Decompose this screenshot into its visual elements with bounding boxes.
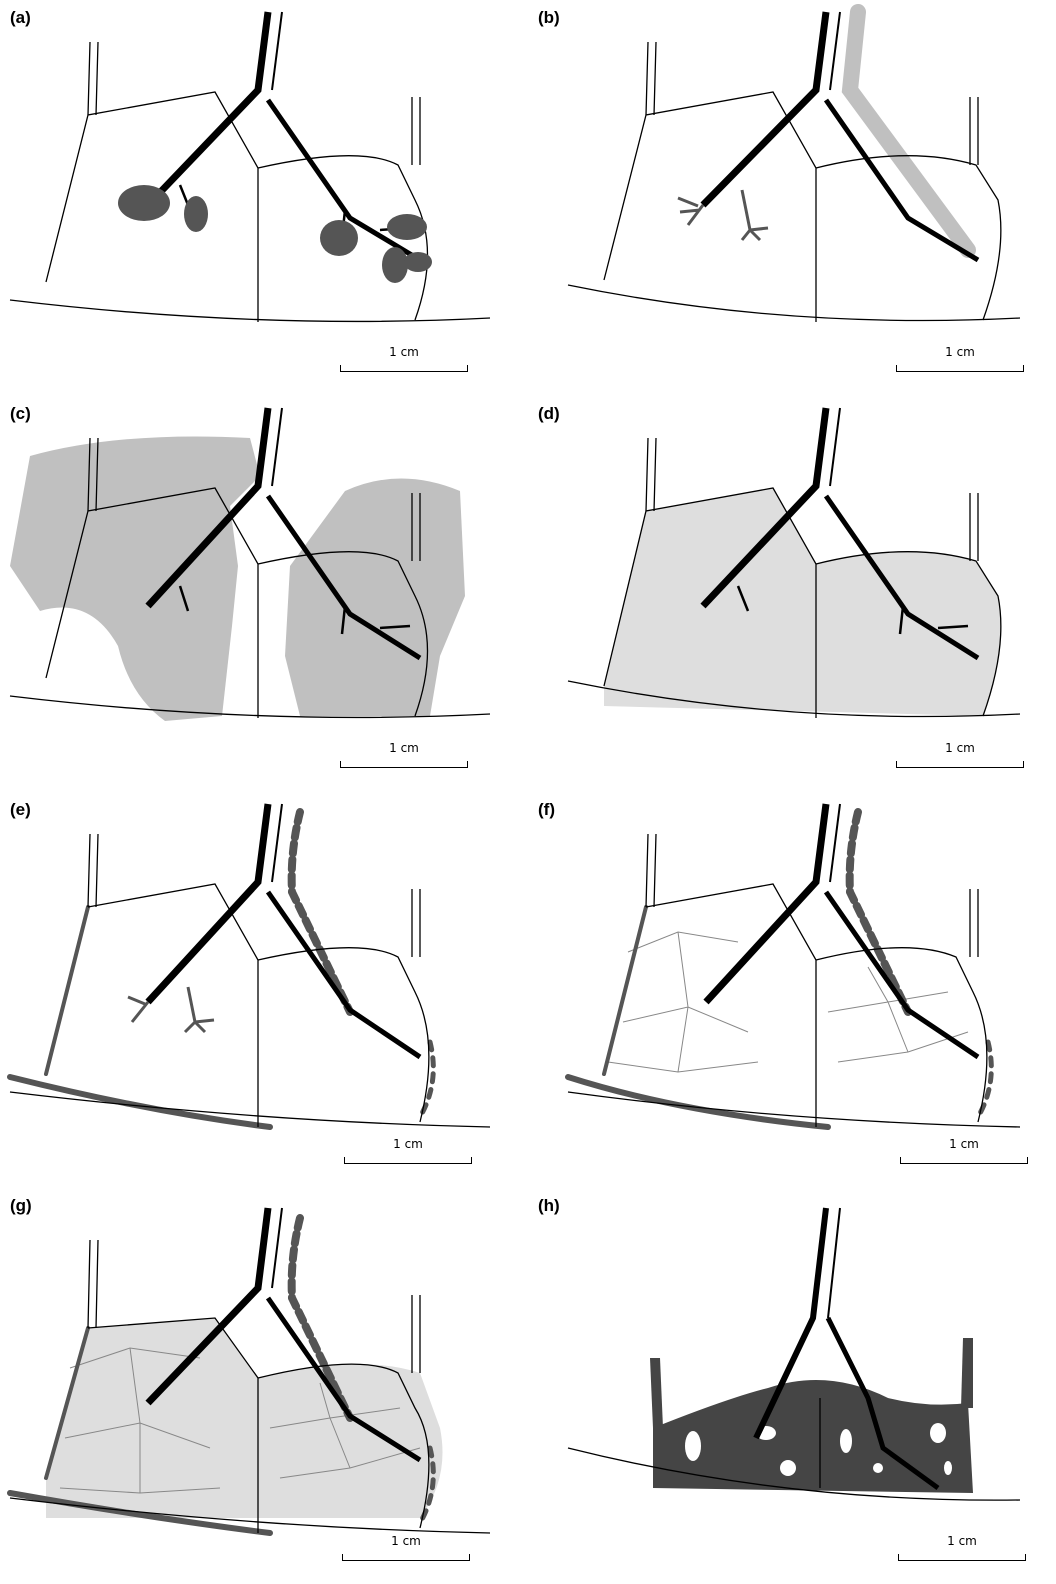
leaf-drawing-g [0,1188,528,1584]
leaf-drawing-a [0,0,528,396]
panel-a: (a) 1 cm [0,0,528,396]
leaf-outline [568,42,1020,322]
panel-g: (g) 1 cm [0,1188,528,1584]
leaf-drawing-h [528,1188,1056,1584]
panel-label: (a) [10,8,31,28]
scale-bar-line [896,365,1024,372]
vein-lesions [10,812,433,1127]
scale-bar-label: 1 cm [340,345,468,359]
scale-bar: 1 cm [896,741,1024,771]
fine-veins [608,932,968,1072]
main-vessel [706,804,978,1057]
vessel-branching-lesions [128,987,214,1032]
scale-bar-line [340,761,468,768]
necrotic-area [650,1338,973,1493]
panel-label: (h) [538,1196,560,1216]
panel-label: (f) [538,800,555,820]
panel-e: (e) 1 cm [0,792,528,1188]
panel-label: (d) [538,404,560,424]
scale-bar: 1 cm [896,345,1024,375]
chlorotic-area [46,1318,443,1518]
scale-bar-label: 1 cm [898,1534,1026,1548]
leaf-drawing-f [528,792,1056,1188]
scale-bar-label: 1 cm [900,1137,1028,1151]
scale-bar-line [896,761,1024,768]
scale-bar: 1 cm [900,1137,1028,1167]
panel-b: (b) 1 cm [528,0,1056,396]
scale-bar-line [900,1157,1028,1164]
scale-bar-label: 1 cm [340,741,468,755]
scale-bar: 1 cm [342,1534,470,1564]
panel-label: (e) [10,800,31,820]
panel-c: (c) 1 cm [0,396,528,792]
scale-bar-label: 1 cm [896,345,1024,359]
leaf-outline [10,834,490,1127]
leaf-outline [10,42,490,322]
panel-label: (c) [10,404,31,424]
scale-bar-label: 1 cm [344,1137,472,1151]
main-vessel [148,804,420,1057]
scale-bar: 1 cm [340,741,468,771]
panel-d: (d) 1 cm [528,396,1056,792]
scale-bar-line [340,365,468,372]
scale-bar-line [898,1554,1026,1561]
scale-bar-line [344,1157,472,1164]
leaf-outline [568,834,1020,1127]
scale-bar-label: 1 cm [342,1534,470,1548]
scale-bar-label: 1 cm [896,741,1024,755]
leaf-drawing-b [528,0,1056,396]
scale-bar: 1 cm [340,345,468,375]
panel-label: (g) [10,1196,32,1216]
leaf-drawing-d [528,396,1056,792]
lesion-areas [10,436,465,721]
chlorotic-area [604,488,1001,716]
vessel-halo [850,12,968,250]
panel-label: (b) [538,8,560,28]
vein-lesions [568,812,991,1127]
leaf-drawing-e [0,792,528,1188]
scale-bar: 1 cm [344,1137,472,1167]
scale-bar-line [342,1554,470,1561]
panel-h: (h) 1 cm [528,1188,1056,1584]
main-vessel [703,12,978,260]
vessel-branching-lesions [678,190,768,240]
scale-bar: 1 cm [898,1534,1026,1564]
panel-f: (f) 1 cm [528,792,1056,1188]
leaf-drawing-c [0,396,528,792]
lesions [118,185,432,283]
